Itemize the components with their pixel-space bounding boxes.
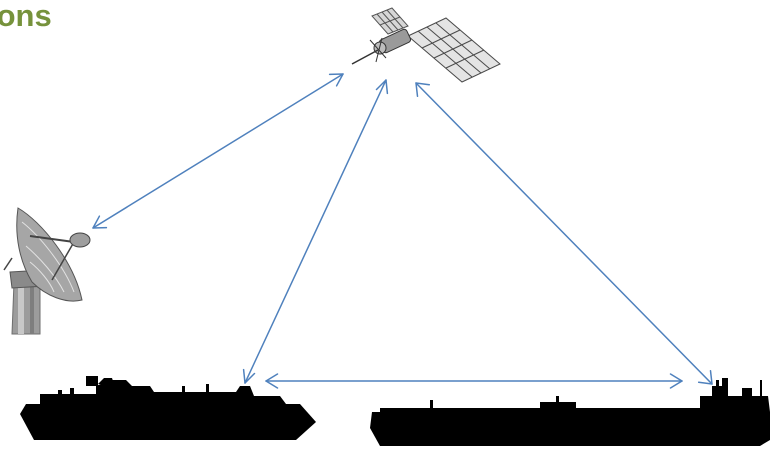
link-satellite-cruise-ship: [242, 79, 389, 384]
cruise-ship-icon: [20, 376, 316, 440]
link-satellite-ground-station: [92, 73, 344, 229]
tanker-ship-icon: [370, 378, 770, 446]
satellite-dish-icon: [3, 207, 91, 335]
satellite-icon: [351, 7, 501, 83]
slide-title: ions: [0, 0, 52, 33]
link-cruise-ship-tanker-ship: [265, 373, 683, 389]
link-satellite-tanker-ship: [415, 82, 713, 385]
